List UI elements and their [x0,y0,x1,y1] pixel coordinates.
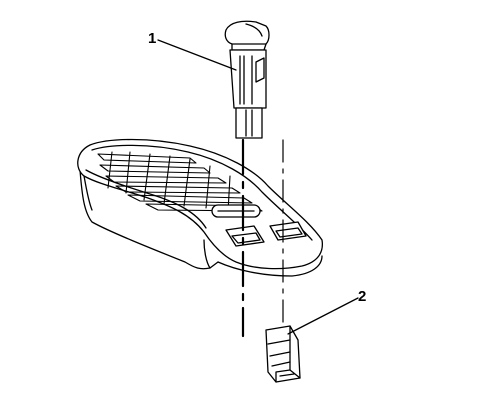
leader-line-2 [288,298,358,334]
clip-part-2 [266,326,300,382]
leader-line-1 [158,40,236,70]
callout-label-2: 2 [358,288,367,305]
switch-part-1 [225,21,269,138]
switch-openings [212,205,306,246]
callout-label-1: 1 [148,30,157,47]
